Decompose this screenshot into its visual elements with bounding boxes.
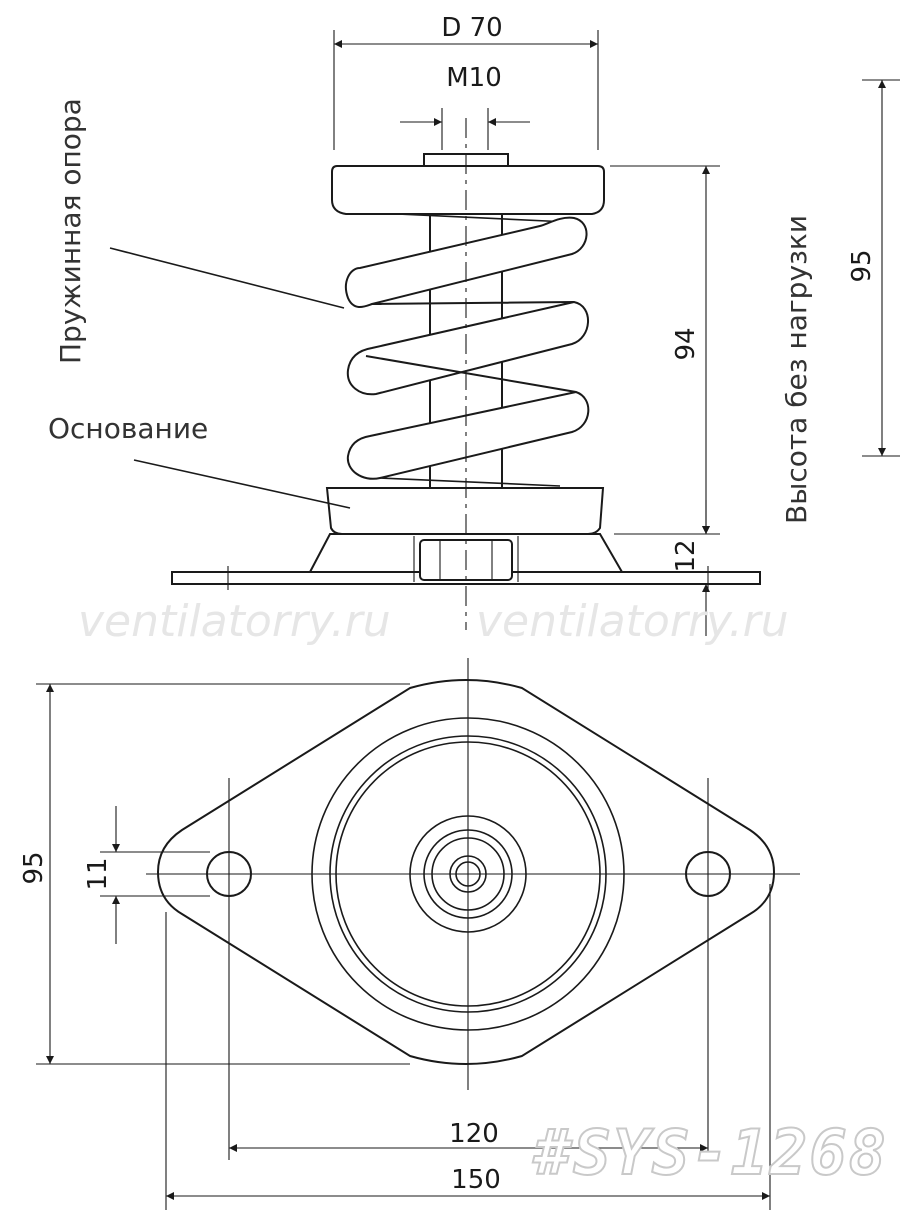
dim-hole-spacing-text: 120 — [449, 1119, 499, 1149]
dim-hole-text: 11 — [83, 857, 113, 890]
flange-outline — [156, 679, 776, 1065]
dim-diameter-text: D 70 — [441, 13, 502, 43]
dim-height-loaded-text: 94 — [671, 327, 701, 360]
dim-height-free-text: 95 — [847, 249, 877, 282]
label-spring: Пружинная опора — [54, 98, 87, 364]
side-view: D 70 M10 94 12 95 Пружинная опора Основа… — [48, 13, 900, 636]
lower-cup — [325, 487, 605, 535]
top-cap — [331, 165, 605, 215]
watermark-left: ventilatorry.ru — [78, 596, 391, 647]
spring — [344, 211, 590, 487]
dim-base-height-text: 12 — [671, 539, 701, 572]
label-height-free: Высота без нагрузки — [780, 215, 813, 524]
code-stamp: #SYS-1268 — [532, 1116, 888, 1189]
dim-thread-text: M10 — [446, 63, 502, 93]
dim-length-text: 150 — [451, 1165, 501, 1195]
label-base: Основание — [48, 412, 208, 445]
top-view: 95 11 120 150 — [19, 658, 800, 1210]
dim-width-text: 95 — [19, 851, 49, 884]
watermark-right: ventilatorry.ru — [476, 596, 789, 647]
